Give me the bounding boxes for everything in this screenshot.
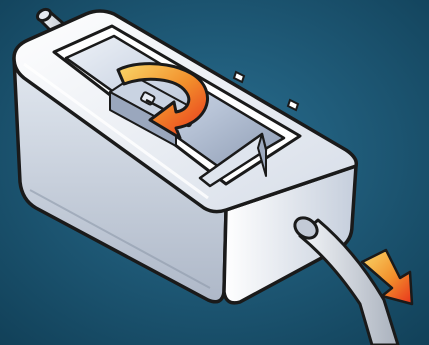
illustration-canvas (0, 0, 429, 345)
illustration-scene (0, 0, 429, 345)
